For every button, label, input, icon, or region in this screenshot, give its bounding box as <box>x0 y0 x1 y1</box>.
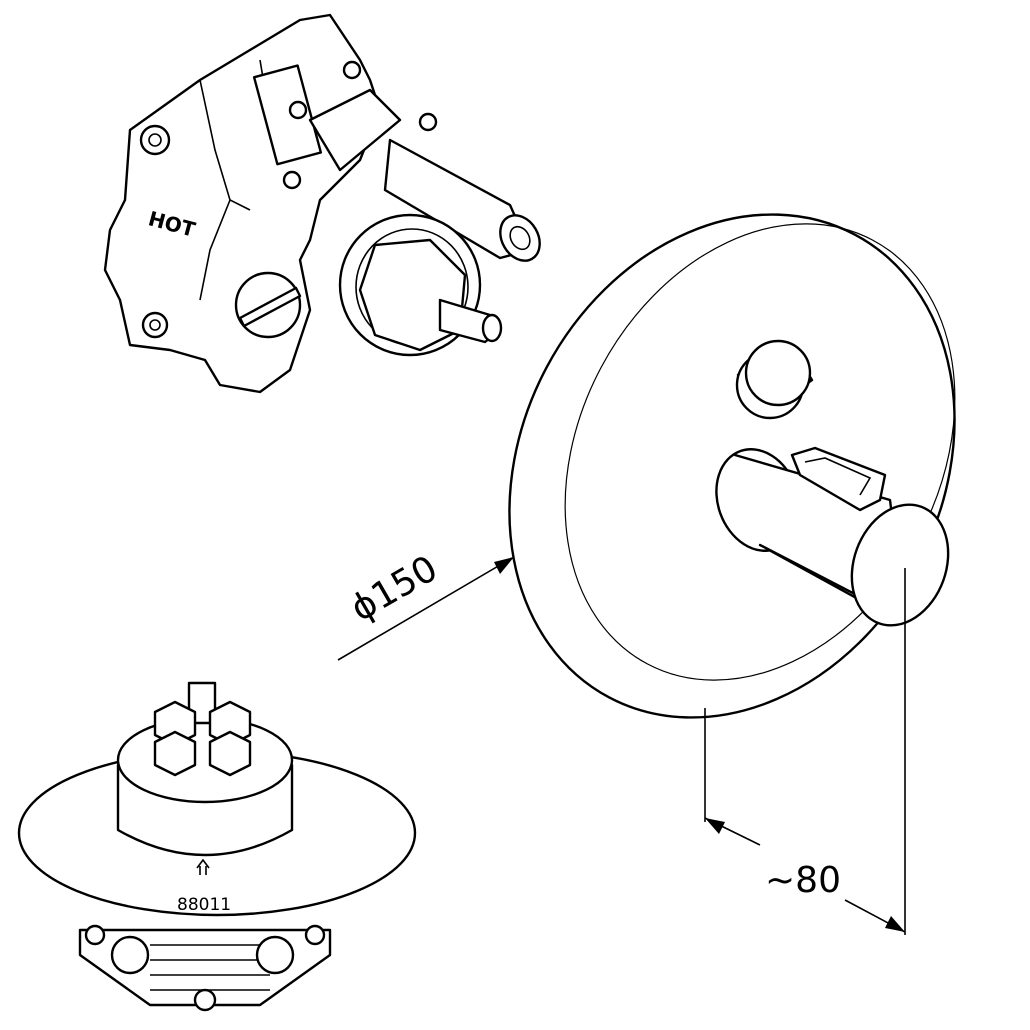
diameter-label: ϕ150 <box>344 548 445 630</box>
thermostatic-trim <box>508 213 956 719</box>
part-number-label: 88011 <box>177 895 231 915</box>
depth-dimension: ~80 <box>704 568 906 935</box>
depth-label: ~80 <box>765 860 841 901</box>
rough-in-set-88011: 88011 <box>17 681 417 1012</box>
diameter-dimension: ϕ150 <box>337 548 514 661</box>
rough-in-valve-body: HOT <box>103 13 541 394</box>
